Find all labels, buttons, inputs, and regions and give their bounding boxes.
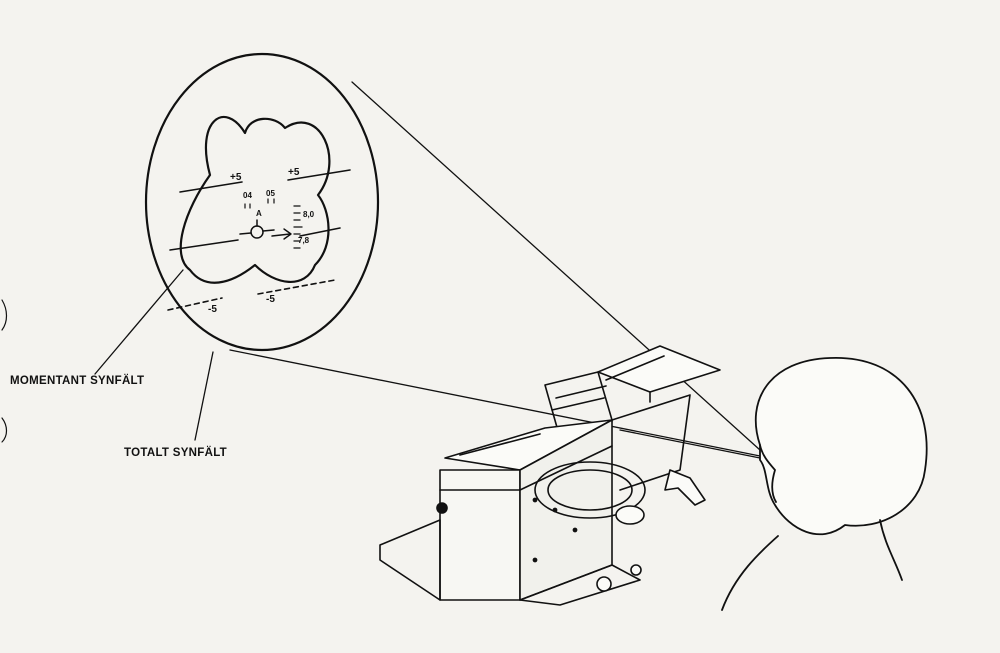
instantaneous-fov-outline (179, 115, 331, 284)
scale-label-lower: 7,8 (298, 236, 310, 245)
hud-value-a: 04 (243, 191, 252, 200)
pitch-ladder (167, 169, 351, 311)
hud-value-b: 05 (266, 189, 275, 198)
pitch-label-right-lower: -5 (266, 294, 275, 305)
hud-marker-letter: A (256, 209, 262, 218)
pilot-helmet-illustration (721, 357, 928, 611)
pitch-label-left-upper: +5 (230, 172, 242, 183)
instantaneous-fov-label: MOMENTANT SYNFÄLT (10, 374, 144, 387)
speed-scale-ticks (293, 205, 303, 249)
total-fov-circle (144, 52, 380, 352)
label-leaders (94, 269, 214, 441)
pitch-label-left-lower: -5 (208, 304, 217, 315)
pitch-label-right-upper: +5 (288, 167, 300, 178)
hud-unit-illustration (379, 345, 721, 606)
margin-marks (1, 299, 8, 443)
index-marks (244, 198, 275, 209)
steering-arrow (271, 228, 292, 240)
sight-lines (229, 81, 761, 459)
total-fov-label: TOTALT SYNFÄLT (124, 446, 227, 459)
aircraft-symbol (239, 219, 275, 239)
scale-label-upper: 8,0 (303, 210, 315, 219)
